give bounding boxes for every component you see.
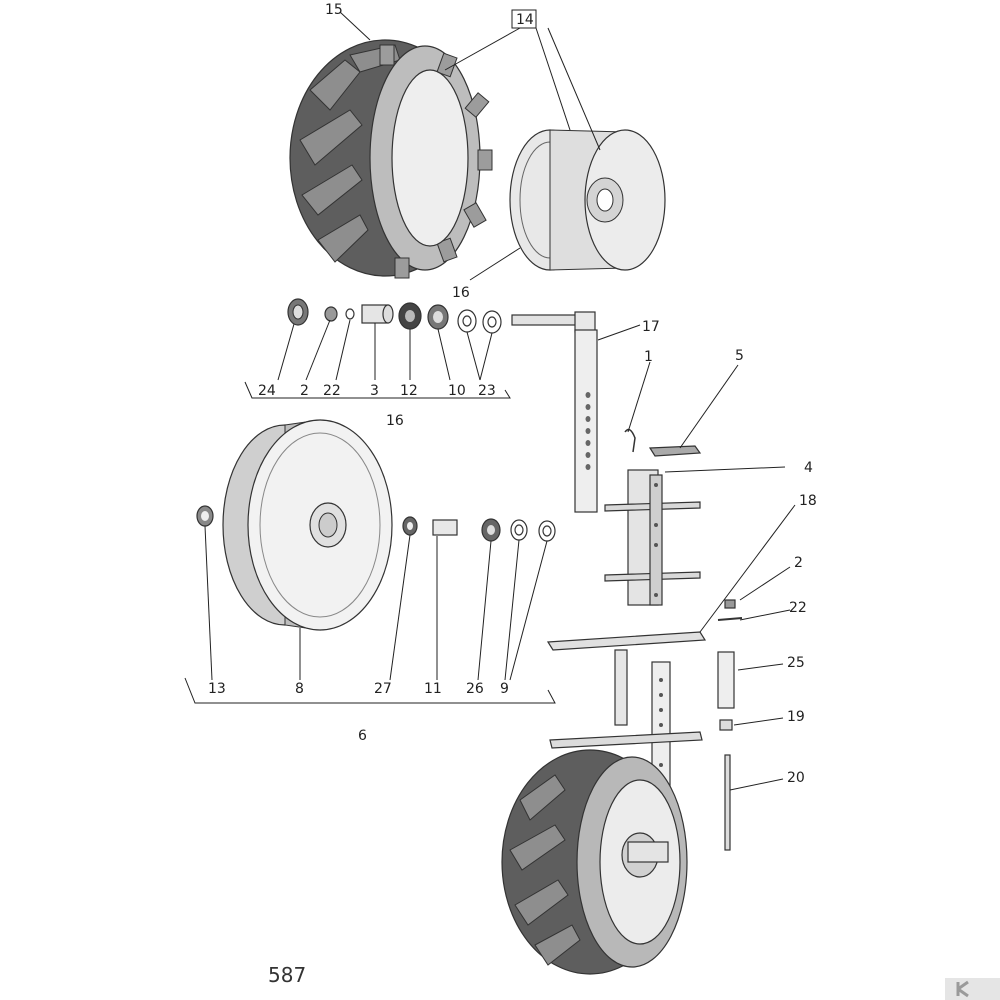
label-2-top: 2 bbox=[300, 383, 309, 399]
label-12: 12 bbox=[400, 383, 418, 399]
label-16-group: 16 bbox=[386, 413, 404, 429]
leader-lines bbox=[184, 9, 796, 791]
smooth-wheel bbox=[196, 419, 556, 631]
label-9: 9 bbox=[500, 681, 509, 697]
part-labels: 15 14 16 17 1 5 24 2 22 3 12 10 23 16 4 … bbox=[208, 2, 817, 987]
label-5: 5 bbox=[735, 348, 744, 364]
pivot-bolt-set bbox=[717, 599, 743, 851]
mounting-bracket bbox=[604, 469, 701, 606]
label-10: 10 bbox=[448, 383, 466, 399]
label-20: 20 bbox=[787, 770, 805, 786]
label-8: 8 bbox=[295, 681, 304, 697]
label-15: 15 bbox=[325, 2, 343, 18]
label-14: 14 bbox=[516, 12, 534, 28]
brand-logo-icon bbox=[945, 978, 1000, 1000]
label-27: 27 bbox=[374, 681, 392, 697]
label-1: 1 bbox=[644, 349, 653, 365]
label-22-right: 22 bbox=[789, 600, 807, 616]
label-18: 18 bbox=[799, 493, 817, 509]
label-23: 23 bbox=[478, 383, 496, 399]
wheel-arm bbox=[511, 311, 598, 513]
clamp-plate bbox=[648, 445, 702, 457]
lock-pin bbox=[624, 428, 636, 453]
tread-tire-bottom bbox=[501, 749, 688, 975]
label-25: 25 bbox=[787, 655, 805, 671]
label-13: 13 bbox=[208, 681, 226, 697]
label-11: 11 bbox=[424, 681, 442, 697]
label-16-rim: 16 bbox=[452, 285, 470, 301]
support-plate bbox=[546, 631, 707, 651]
hub-parts-row bbox=[287, 298, 502, 334]
label-4: 4 bbox=[804, 460, 813, 476]
page-number: 587 bbox=[268, 963, 306, 987]
label-3: 3 bbox=[370, 383, 379, 399]
label-17: 17 bbox=[642, 319, 660, 335]
tread-tire-top bbox=[289, 39, 493, 279]
label-22-top: 22 bbox=[323, 383, 341, 399]
label-26: 26 bbox=[466, 681, 484, 697]
label-24: 24 bbox=[258, 383, 276, 399]
label-19: 19 bbox=[787, 709, 805, 725]
wheel-rim-top bbox=[509, 129, 666, 271]
label-6: 6 bbox=[358, 728, 367, 744]
label-2-right: 2 bbox=[794, 555, 803, 571]
